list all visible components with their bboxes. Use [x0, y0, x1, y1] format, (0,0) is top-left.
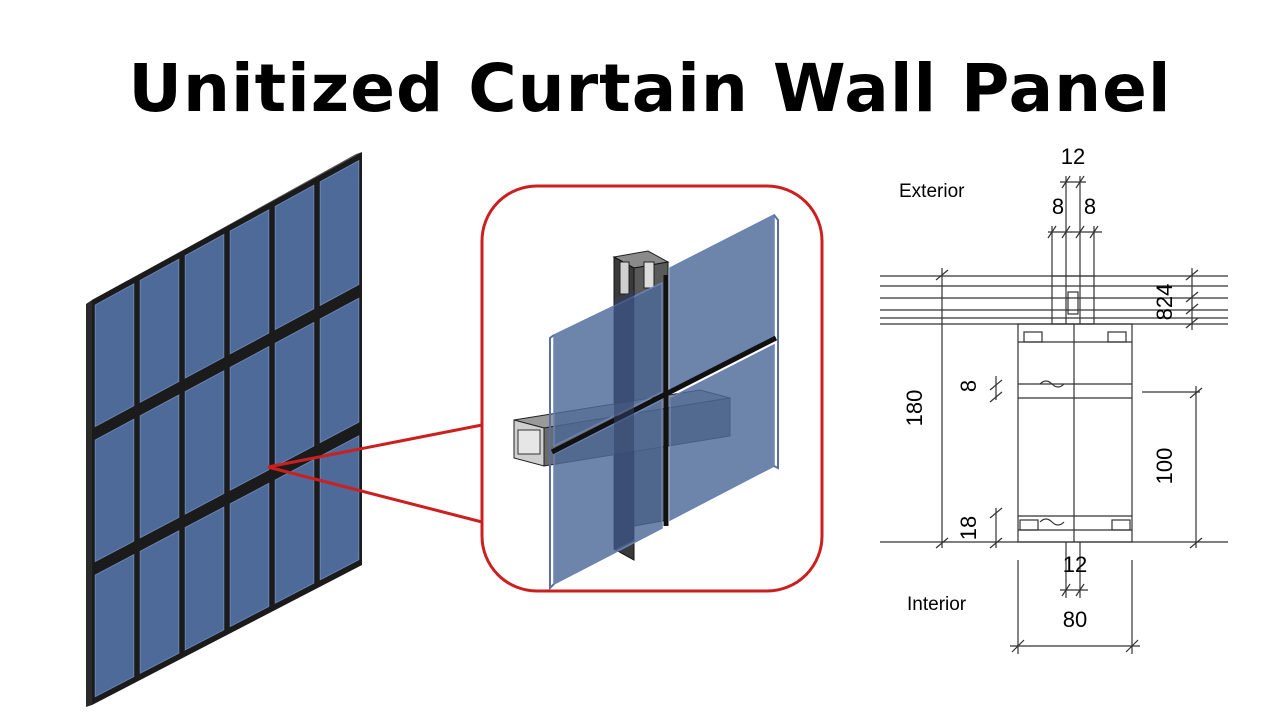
horizontal-joint: [550, 335, 778, 455]
dim-bottom-width: 80: [1063, 607, 1087, 632]
glass-panel: [94, 553, 135, 698]
glass-panel: [94, 418, 135, 563]
exterior-label: Exterior: [899, 181, 965, 202]
glass-panel: [274, 321, 315, 468]
glass-panel: [319, 435, 360, 581]
glass-panel: [319, 159, 360, 307]
dim-top-right-glass: 8: [1084, 194, 1096, 219]
transom-end-slot: [517, 429, 541, 455]
dim-bottom-joint: 12: [1063, 552, 1087, 577]
glass-panel: [319, 297, 360, 444]
detail-callout: [267, 184, 824, 593]
mullion-slot-side: [643, 261, 655, 289]
glass-panel: [274, 458, 315, 604]
glass-panel: [184, 506, 225, 651]
interior-label: Interior: [907, 594, 967, 615]
glass-panel: [139, 530, 180, 674]
dim-left-height: 180: [902, 390, 927, 427]
callout-leader-bottom: [267, 465, 483, 524]
glass-panel: [274, 184, 315, 331]
callout-leader-top: [267, 423, 483, 469]
glass-panel: [94, 283, 135, 428]
section-drawing: [880, 175, 1228, 654]
dim-right-stack: 824: [1152, 284, 1177, 321]
glass-panel: [184, 233, 225, 379]
glass-panel: [184, 370, 225, 515]
glass-panel: [229, 209, 270, 355]
glass-panel: [229, 345, 270, 491]
dim-top-joint: 12: [1061, 144, 1085, 169]
mullion-detail: [513, 213, 779, 591]
dim-right-depth: 100: [1152, 448, 1177, 485]
mullion-slot: [619, 261, 630, 295]
curtain-wall-isometric: [86, 152, 362, 707]
mullion-section: [1017, 323, 1133, 543]
dim-left-bottom: 18: [956, 516, 981, 540]
callout-frame: [480, 184, 824, 593]
diagram-title: Unitized Curtain Wall Panel: [128, 50, 1172, 127]
dim-top-left-glass: 8: [1052, 194, 1064, 219]
dim-left-small: 8: [956, 380, 981, 392]
glass-panel: [229, 482, 270, 628]
glass-panel: [139, 394, 180, 539]
glass-panel: [139, 258, 180, 404]
wall-side-edge: [86, 300, 92, 707]
